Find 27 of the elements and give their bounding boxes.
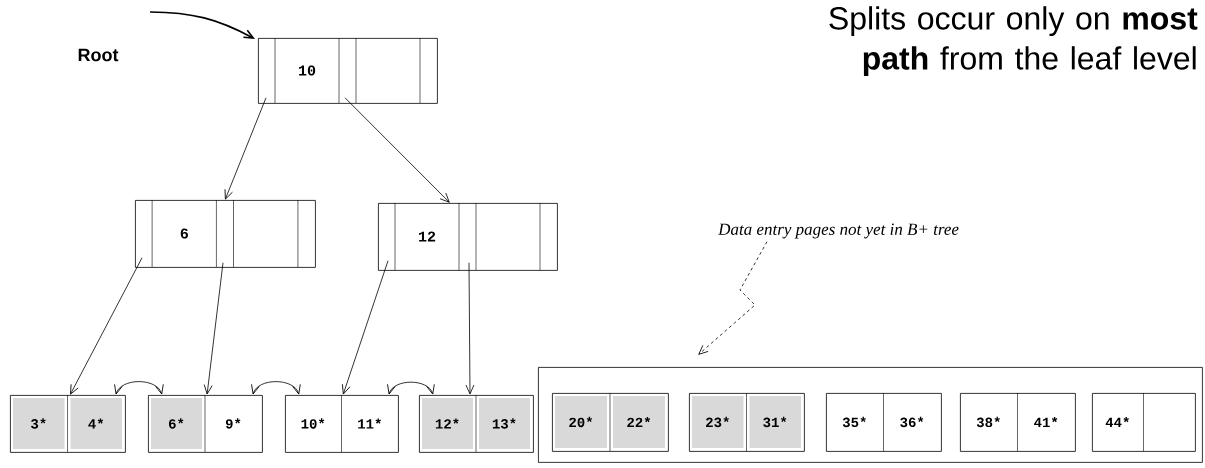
leaf-page: 6* 9*	[148, 394, 263, 453]
page-group-box	[538, 367, 1203, 463]
arrow	[342, 260, 389, 395]
leaf-page: 20* 22*	[552, 392, 669, 452]
arrow	[224, 97, 267, 200]
link-arrow	[114, 381, 164, 395]
leaf-page: 12* 13*	[419, 394, 534, 453]
index-node: 10	[258, 37, 438, 104]
heading-text: Splits occur only on most path from the leaf level	[829, 6, 1198, 76]
arrow	[465, 262, 475, 395]
leaf-page: 35* 36*	[826, 392, 942, 452]
root-label: Root	[78, 48, 119, 62]
index-node: 6	[135, 199, 316, 268]
leaf-page: 23* 31*	[689, 392, 805, 452]
arrow	[149, 11, 255, 39]
note-text: Data entry pages not yet in B+ tree	[718, 223, 959, 239]
link-arrow	[387, 381, 435, 395]
arrow	[344, 97, 450, 203]
leaf-page: 10* 11*	[285, 394, 399, 453]
link-arrow	[251, 381, 301, 395]
leaf-page: 38* 41*	[960, 392, 1076, 452]
dashed-arrow	[698, 241, 768, 355]
arrow	[203, 262, 224, 395]
leaf-page: 3* 4*	[10, 394, 126, 453]
leaf-page: 44*	[1092, 392, 1196, 452]
index-node: 12	[378, 202, 558, 271]
arrow	[70, 257, 143, 395]
